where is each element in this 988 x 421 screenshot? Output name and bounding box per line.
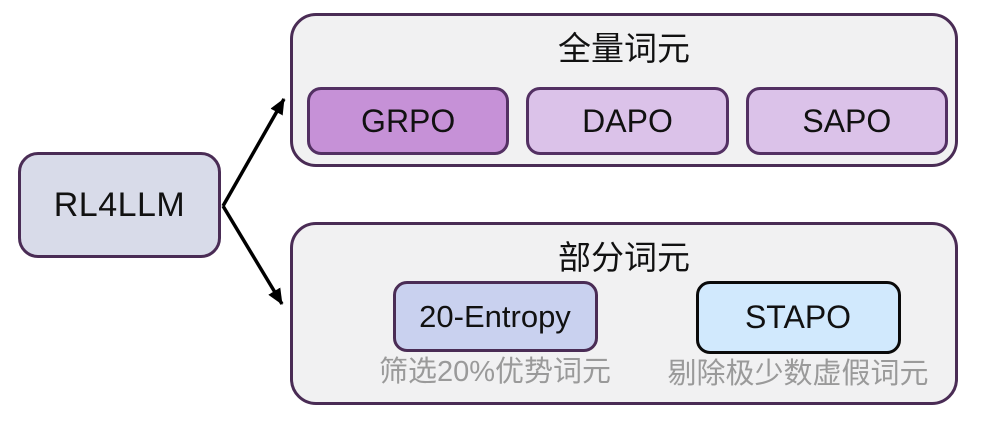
chip-sapo: SAPO (745, 87, 948, 155)
group-partial-tokens: 部分词元 20-Entropy 筛选20%优势词元 STAPO 剔除极少数虚假词… (290, 222, 958, 405)
root-node-label: RL4LLM (53, 185, 186, 224)
chip-sapo-label: SAPO (802, 102, 892, 139)
partial-tokens-stapo-column: STAPO 剔除极少数虚假词元 (645, 281, 951, 391)
group-full-tokens-title: 全量词元 (558, 30, 690, 67)
full-tokens-chip-row: GRPO DAPO SAPO (307, 87, 948, 155)
chip-dapo: DAPO (526, 87, 729, 155)
root-node-rl4llm: RL4LLM (18, 152, 221, 258)
chip-stapo-caption: 剔除极少数虚假词元 (667, 358, 929, 390)
group-partial-tokens-title: 部分词元 (558, 239, 690, 276)
arrow-to-full-tokens (221, 98, 286, 207)
chip-dapo-label: DAPO (582, 102, 673, 139)
arrow-to-partial-tokens (221, 205, 284, 305)
group-full-tokens: 全量词元 GRPO DAPO SAPO (290, 13, 958, 167)
partial-tokens-entropy-column: 20-Entropy 筛选20%优势词元 (345, 281, 645, 389)
chip-20-entropy: 20-Entropy (392, 281, 598, 352)
chip-grpo-label: GRPO (361, 102, 456, 139)
chip-20-entropy-label: 20-Entropy (419, 298, 571, 334)
chip-20-entropy-caption: 筛选20%优势词元 (378, 356, 612, 388)
chip-stapo: STAPO (695, 281, 901, 354)
chip-grpo: GRPO (307, 87, 510, 155)
chip-stapo-label: STAPO (744, 299, 852, 335)
